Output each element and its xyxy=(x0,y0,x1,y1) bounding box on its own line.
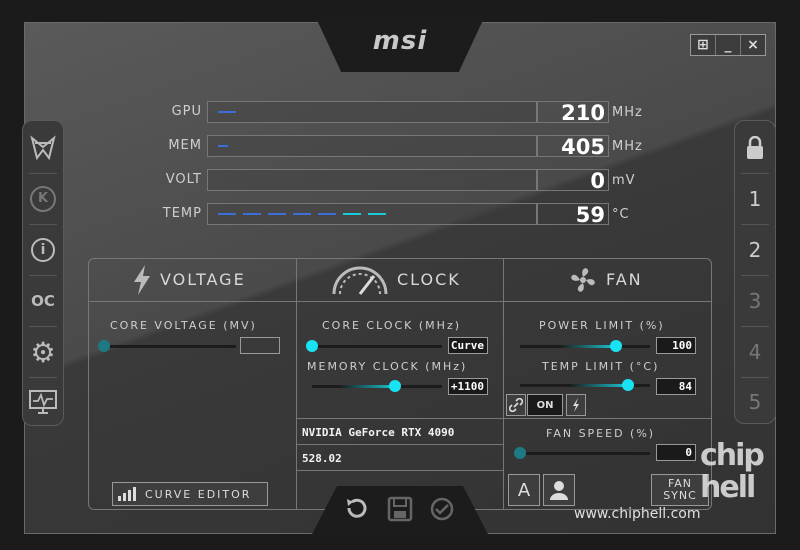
power-limit-slider[interactable] xyxy=(610,340,622,352)
core-voltage-track xyxy=(104,345,236,348)
lock-icon[interactable] xyxy=(735,123,775,173)
link-toggle[interactable] xyxy=(506,394,526,416)
fan-speed-value[interactable]: 0 xyxy=(656,444,696,461)
mem-meter-label: MEM xyxy=(168,138,202,153)
driver-version: 528.02 xyxy=(302,452,342,465)
temp-limit-fill xyxy=(570,384,628,387)
fan-speed-label: FAN SPEED (%) xyxy=(546,427,656,440)
core-clock-label: CORE CLOCK (MHz) xyxy=(322,319,462,332)
fan-sync-line2: SYNC xyxy=(663,489,697,502)
meter-segment xyxy=(243,213,261,215)
fan-icon xyxy=(571,268,595,292)
kombustor-icon[interactable] xyxy=(23,123,63,173)
oc-scanner-icon[interactable]: OC xyxy=(31,292,55,310)
volt-meter-label: VOLT xyxy=(165,172,202,187)
gear-icon[interactable]: ⚙ xyxy=(30,335,56,369)
close-button[interactable]: × xyxy=(740,35,765,55)
k-badge-icon[interactable]: K xyxy=(23,174,63,224)
save-icon[interactable] xyxy=(387,496,413,526)
minimize-button[interactable]: _ xyxy=(715,35,740,55)
user-icon xyxy=(550,481,568,500)
gpu-name: NVIDIA GeForce RTX 4090 xyxy=(302,426,455,439)
memory-clock-slider[interactable] xyxy=(389,380,401,392)
speedometer-icon xyxy=(332,266,388,295)
core-clock-track xyxy=(312,345,442,348)
fan-title: FAN xyxy=(606,270,643,289)
profile-2-button[interactable]: 2 xyxy=(748,238,762,262)
mem-meter-bar xyxy=(207,135,537,157)
gpu-meter-bar xyxy=(207,101,537,123)
fan-sync-button[interactable]: FAN SYNC xyxy=(651,474,709,506)
link-icon xyxy=(509,398,523,412)
reset-icon[interactable] xyxy=(343,496,369,526)
meter-segment xyxy=(268,213,286,215)
gpu-meter-label: GPU xyxy=(171,104,202,119)
watermark-logo: chip hell xyxy=(700,438,765,505)
lightning-icon xyxy=(134,265,150,295)
monitor-icon[interactable] xyxy=(23,377,63,427)
fan-user-button[interactable] xyxy=(543,474,575,506)
link-on-button[interactable]: ON xyxy=(527,394,563,416)
main-panel xyxy=(24,22,776,534)
info-icon[interactable]: i xyxy=(23,225,63,275)
fan-speed-track xyxy=(520,452,650,455)
core-voltage-slider[interactable] xyxy=(98,340,110,352)
window-controls: ⊞ _ × xyxy=(690,34,766,56)
curve-editor-label: CURVE EDITOR xyxy=(145,487,252,501)
core-voltage-value[interactable] xyxy=(240,337,280,354)
temp-limit-slider[interactable] xyxy=(622,379,634,391)
watermark-url: www.chiphell.com xyxy=(574,506,701,522)
meter-segment xyxy=(218,145,228,147)
windows-icon[interactable]: ⊞ xyxy=(697,37,709,53)
power-limit-label: POWER LIMIT (%) xyxy=(539,319,665,332)
meter-segment xyxy=(318,213,336,215)
msi-logo: msi xyxy=(372,26,428,56)
gpu-meter-unit: MHz xyxy=(612,105,643,120)
profile-5-button[interactable]: 5 xyxy=(748,390,762,414)
gpu-meter-value: 210 xyxy=(537,101,609,124)
profile-4-button[interactable]: 4 xyxy=(748,340,762,364)
power-limit-fill xyxy=(560,345,616,348)
mem-meter-value: 405 xyxy=(537,135,609,158)
meter-segment xyxy=(343,213,361,215)
memory-clock-label: MEMORY CLOCK (MHz) xyxy=(307,360,468,373)
volt-meter-unit: mV xyxy=(612,173,636,188)
temp-limit-label: TEMP LIMIT (°C) xyxy=(542,360,660,373)
power-sync-button[interactable] xyxy=(566,394,586,416)
fan-sync-line1: FAN xyxy=(667,477,693,490)
volt-meter-bar xyxy=(207,169,537,191)
apply-icon[interactable] xyxy=(430,497,454,525)
meter-segment xyxy=(368,213,386,215)
memory-clock-fill xyxy=(340,385,395,388)
profile-1-button[interactable]: 1 xyxy=(748,187,762,211)
clock-title: CLOCK xyxy=(397,270,461,289)
core-voltage-label: CORE VOLTAGE (MV) xyxy=(110,319,257,332)
fan-speed-slider[interactable] xyxy=(514,447,526,459)
temp-meter-value: 59 xyxy=(537,203,609,226)
logo-plate xyxy=(316,18,484,72)
memory-clock-value[interactable]: +1100 xyxy=(448,378,488,395)
core-clock-slider[interactable] xyxy=(306,340,318,352)
right-sidebar: 1 2 3 4 5 xyxy=(734,120,776,424)
core-clock-value[interactable]: Curve xyxy=(448,337,488,354)
mem-meter-unit: MHz xyxy=(612,139,643,154)
temp-meter-bar xyxy=(207,203,537,225)
power-limit-value[interactable]: 100 xyxy=(656,337,696,354)
meter-segment xyxy=(218,111,236,113)
volt-meter-value: 0 xyxy=(537,169,609,192)
meter-segment xyxy=(293,213,311,215)
voltage-title: VOLTAGE xyxy=(160,270,246,289)
profile-3-button[interactable]: 3 xyxy=(748,289,762,313)
left-sidebar: K i OC ⚙ xyxy=(22,120,64,426)
fan-auto-button[interactable]: A xyxy=(508,474,540,506)
meter-segment xyxy=(218,213,236,215)
lightning-small-icon xyxy=(573,398,579,412)
bars-icon xyxy=(118,487,136,501)
temp-meter-label: TEMP xyxy=(162,206,202,221)
temp-limit-value[interactable]: 84 xyxy=(656,378,696,395)
temp-meter-unit: °C xyxy=(612,207,630,222)
curve-editor-button[interactable]: CURVE EDITOR xyxy=(112,482,268,506)
